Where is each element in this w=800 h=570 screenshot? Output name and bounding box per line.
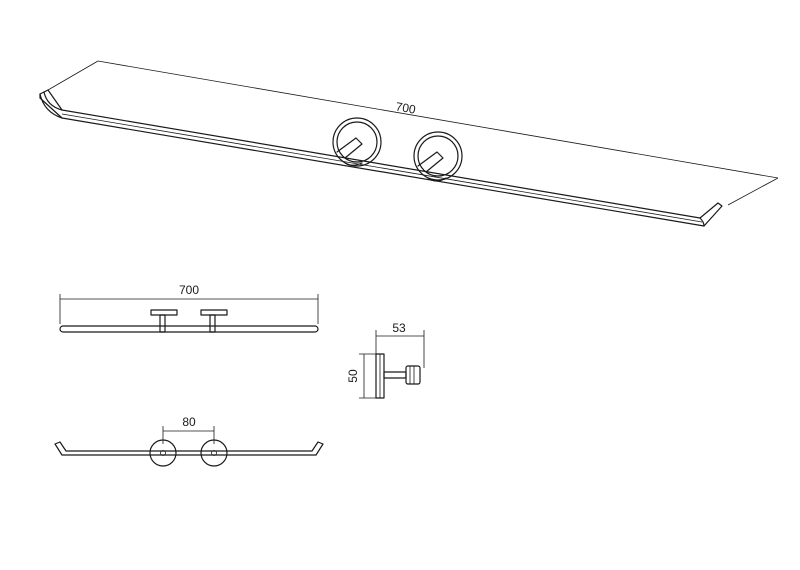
isometric-view: 700: [39, 60, 779, 227]
iso-dimension: 700: [47, 60, 779, 206]
top-spacing-dimension: 80: [162, 415, 215, 444]
iso-bracket-right: [413, 131, 463, 182]
side-depth-label: 53: [392, 321, 406, 335]
front-view: 700: [59, 283, 319, 333]
front-bracket-right: [200, 309, 228, 333]
top-bracket-right: [200, 439, 228, 467]
front-shelf: [59, 325, 319, 333]
side-height-dimension: 50: [346, 353, 376, 399]
top-bracket-left: [149, 439, 177, 467]
side-clamp: [405, 365, 421, 385]
iso-shelf: [39, 89, 723, 227]
side-arm: [383, 371, 407, 379]
front-length-label: 700: [179, 283, 199, 297]
side-depth-dimension: 53: [375, 321, 425, 368]
top-view: 80: [54, 415, 324, 467]
top-spacing-label: 80: [182, 415, 196, 429]
front-bracket-left: [150, 309, 178, 333]
side-view: 53 50: [346, 321, 425, 399]
side-height-label: 50: [346, 369, 360, 383]
front-dimension: 700: [59, 283, 319, 324]
iso-bracket-left: [332, 117, 382, 167]
top-shelf: [54, 441, 324, 456]
iso-length-label: 700: [395, 99, 417, 116]
